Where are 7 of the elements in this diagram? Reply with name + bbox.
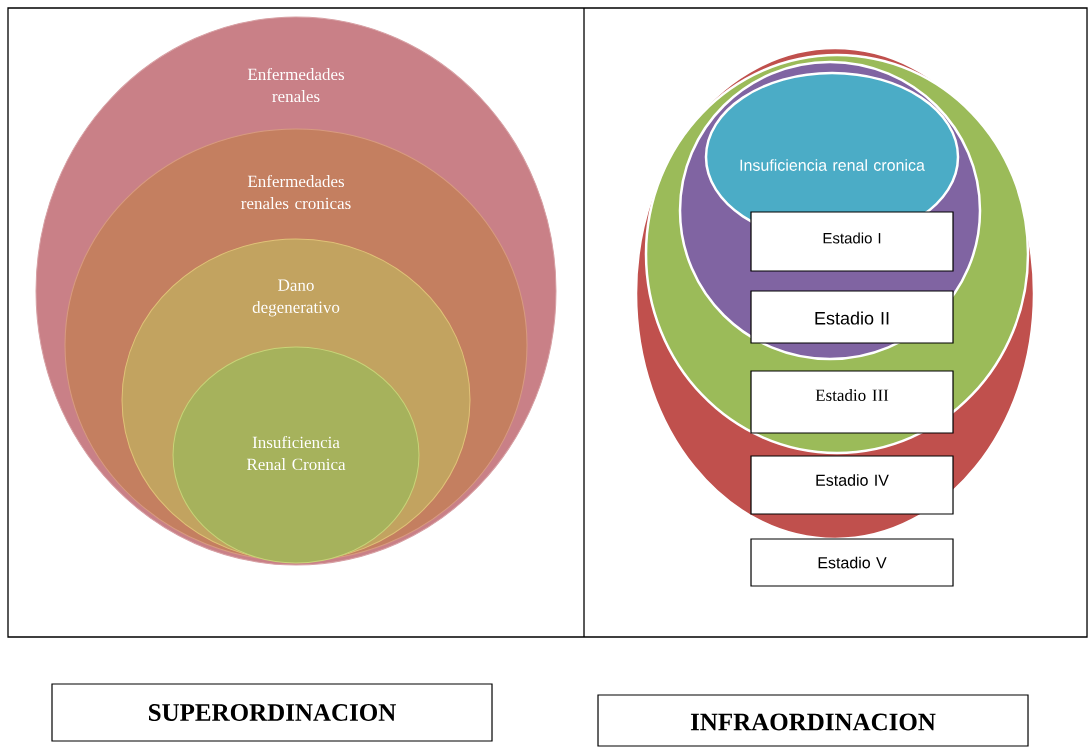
stage-box: Estadio III <box>750 370 954 434</box>
stage-box: Estadio II <box>750 290 954 344</box>
title-box: SUPERORDINACION <box>51 683 493 742</box>
stage-box: Estadio IV <box>750 455 954 515</box>
stage-box: Estadio I <box>750 211 954 272</box>
stage-box: Estadio V <box>750 538 954 587</box>
title-box: INFRAORDINACION <box>597 694 1029 747</box>
